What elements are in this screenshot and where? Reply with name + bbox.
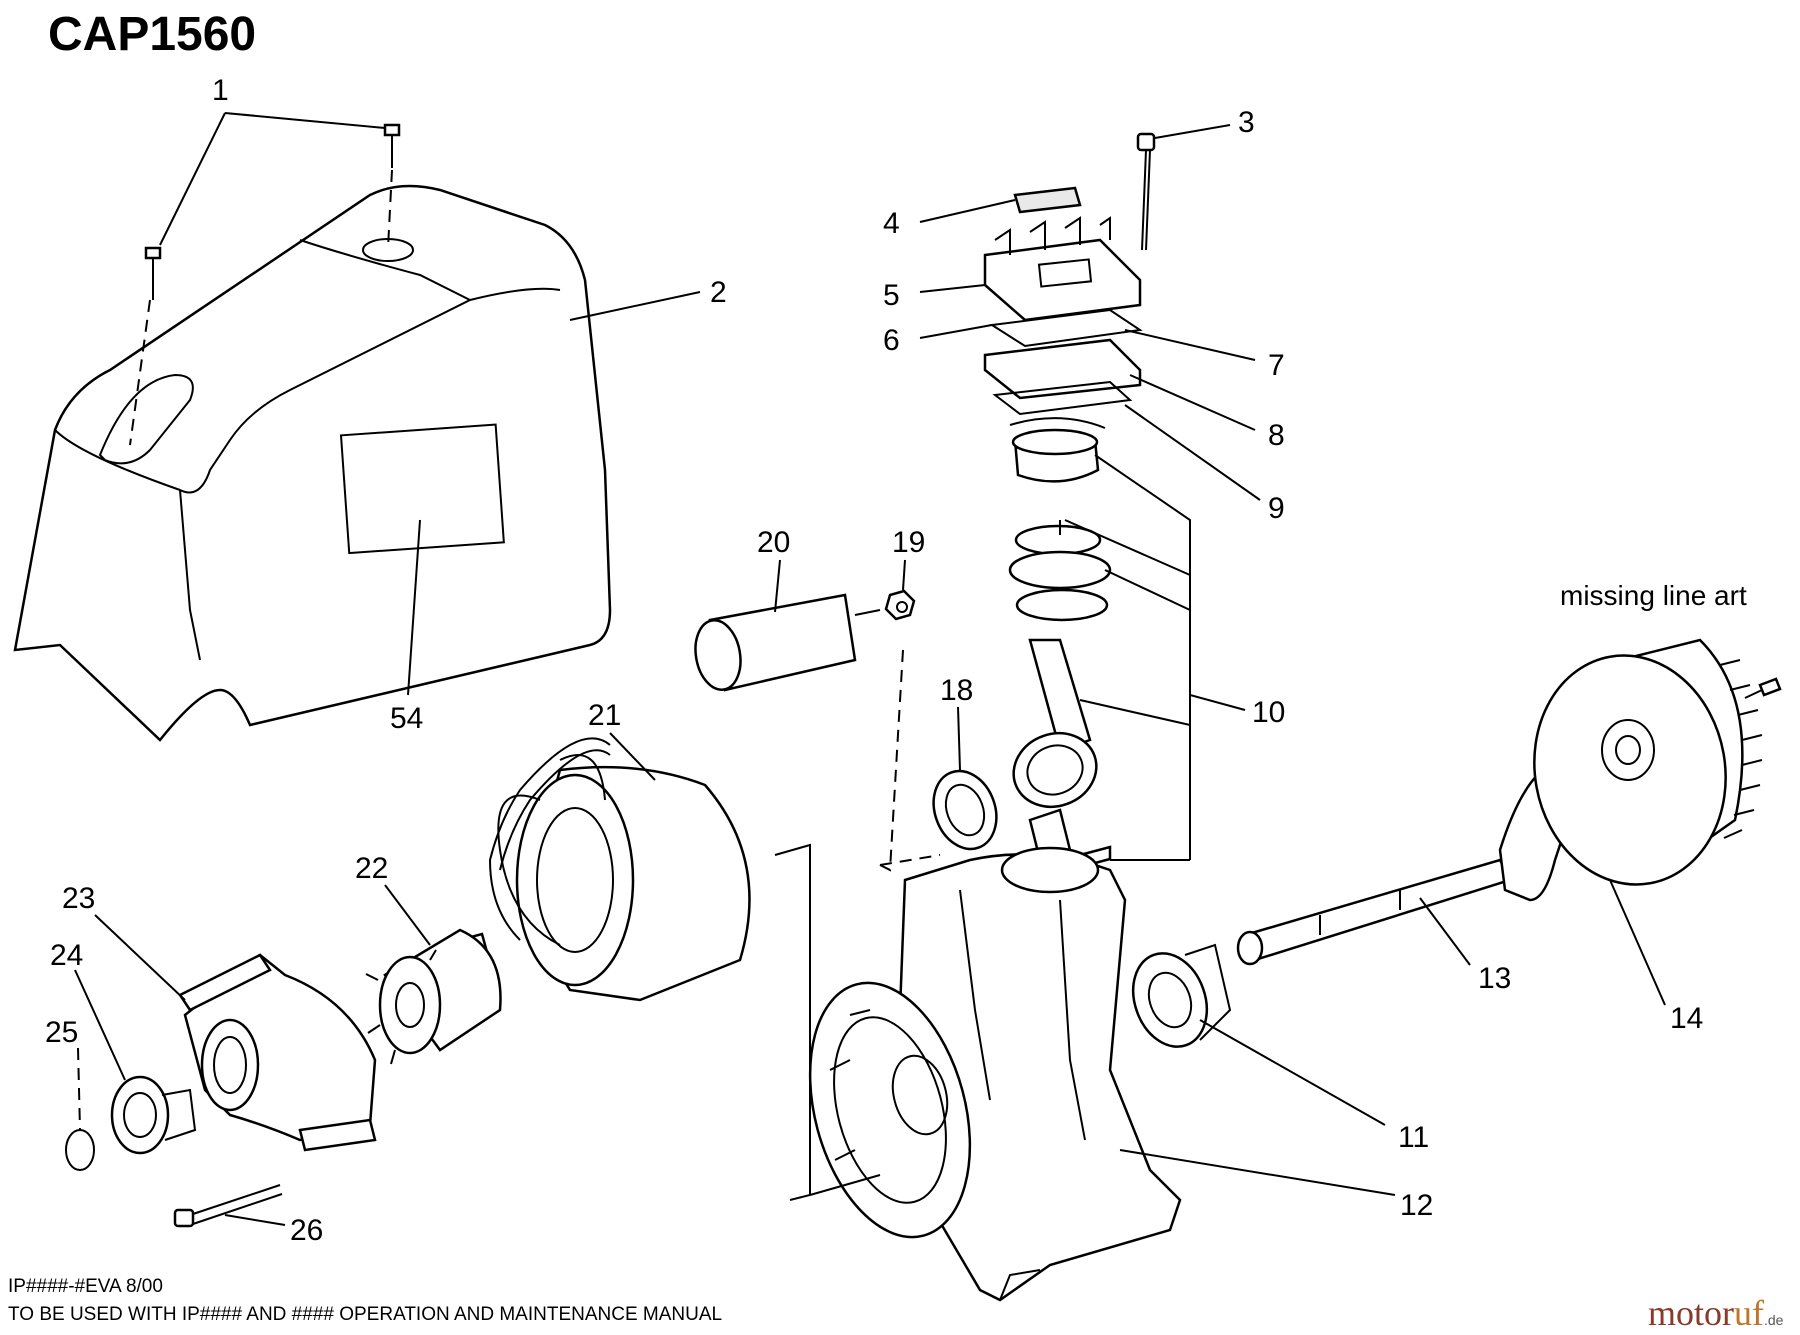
bearing-18 — [932, 769, 998, 851]
callout-6: 6 — [883, 324, 900, 357]
cylinder-sleeve — [1009, 417, 1106, 483]
fan-screw — [1744, 677, 1782, 699]
callout-1: 1 — [212, 74, 229, 107]
callout-54: 54 — [390, 702, 423, 735]
bearing-11 — [1131, 943, 1232, 1048]
label-plate — [339, 423, 505, 555]
callout-23: 23 — [62, 882, 95, 915]
stator-leads — [488, 737, 611, 941]
footer-code: IP####-#EVA 8/00 — [8, 1276, 163, 1297]
through-bolt — [173, 1184, 283, 1228]
callout-19: 19 — [892, 526, 925, 559]
missing-line-art-note: missing line art — [1560, 580, 1747, 611]
callout-12: 12 — [1400, 1189, 1433, 1222]
head-gaskets — [983, 308, 1143, 416]
callout-13: 13 — [1478, 962, 1511, 995]
svg-text:motoruf.de: motoruf.de — [1648, 1293, 1784, 1333]
callout-7: 7 — [1268, 349, 1285, 382]
callout-22: 22 — [355, 852, 388, 885]
callout-20: 20 — [757, 526, 790, 559]
motor-rotor — [365, 928, 502, 1065]
bearing-24 — [110, 1075, 197, 1155]
callout-8: 8 — [1268, 419, 1285, 452]
motor-stator — [458, 754, 751, 1002]
crankcase — [808, 846, 1182, 1302]
shroud-cover — [13, 184, 612, 742]
callout-14: 14 — [1670, 1002, 1703, 1035]
callout-26: 26 — [290, 1214, 323, 1247]
callout-21: 21 — [588, 699, 621, 732]
leader-lines — [74, 112, 1666, 1226]
brand-part2: uf — [1734, 1293, 1764, 1333]
callout-10: 10 — [1252, 696, 1285, 729]
callout-5: 5 — [883, 279, 900, 312]
cylinder-head — [983, 216, 1142, 322]
snap-ring — [65, 1129, 95, 1171]
crankshaft — [1236, 758, 1578, 966]
callout-3: 3 — [1238, 106, 1255, 139]
callout-9: 9 — [1268, 492, 1285, 525]
footer-manual-note: TO BE USED WITH IP#### AND #### OPERATIO… — [8, 1304, 722, 1325]
head-bolt — [1136, 132, 1156, 251]
capacitor — [694, 593, 881, 692]
filter-element — [1013, 186, 1082, 214]
end-bell — [178, 953, 377, 1152]
fan-pulley — [1533, 638, 1763, 886]
callout-4: 4 — [883, 207, 900, 240]
callout-2: 2 — [710, 276, 727, 309]
model-title: CAP1560 — [48, 8, 256, 61]
callout-11: 11 — [1398, 1121, 1429, 1154]
brand-suffix: .de — [1764, 1312, 1784, 1328]
nut — [884, 589, 916, 621]
callout-24: 24 — [50, 939, 83, 972]
shroud-screws — [129, 123, 401, 446]
piston-assembly — [1008, 520, 1112, 869]
callout-numbers: 1 2 3 4 5 6 7 8 9 10 11 12 13 14 18 19 2… — [45, 74, 1703, 1247]
brand-part1: motor — [1648, 1293, 1734, 1333]
callout-25: 25 — [45, 1016, 78, 1049]
callout-18: 18 — [940, 674, 973, 707]
watermark-logo: motoruf.de — [1648, 1293, 1784, 1333]
